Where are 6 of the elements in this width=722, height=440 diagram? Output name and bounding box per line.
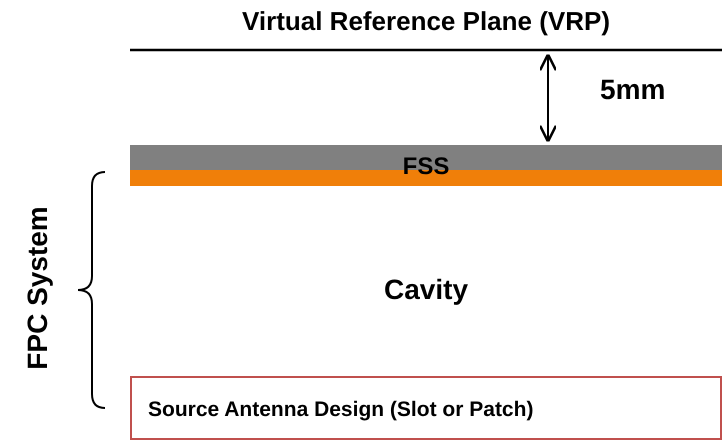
plane-label: Virtual Reference Plane (VRP) (241, 6, 611, 37)
antenna-box (130, 376, 722, 440)
cavity-label: Cavity (382, 274, 470, 306)
system-label: FPC System (22, 205, 54, 372)
dimension-label: 5mm (600, 74, 666, 106)
layer-label: Source Antenna Design (Slot or Patch) (148, 398, 534, 422)
